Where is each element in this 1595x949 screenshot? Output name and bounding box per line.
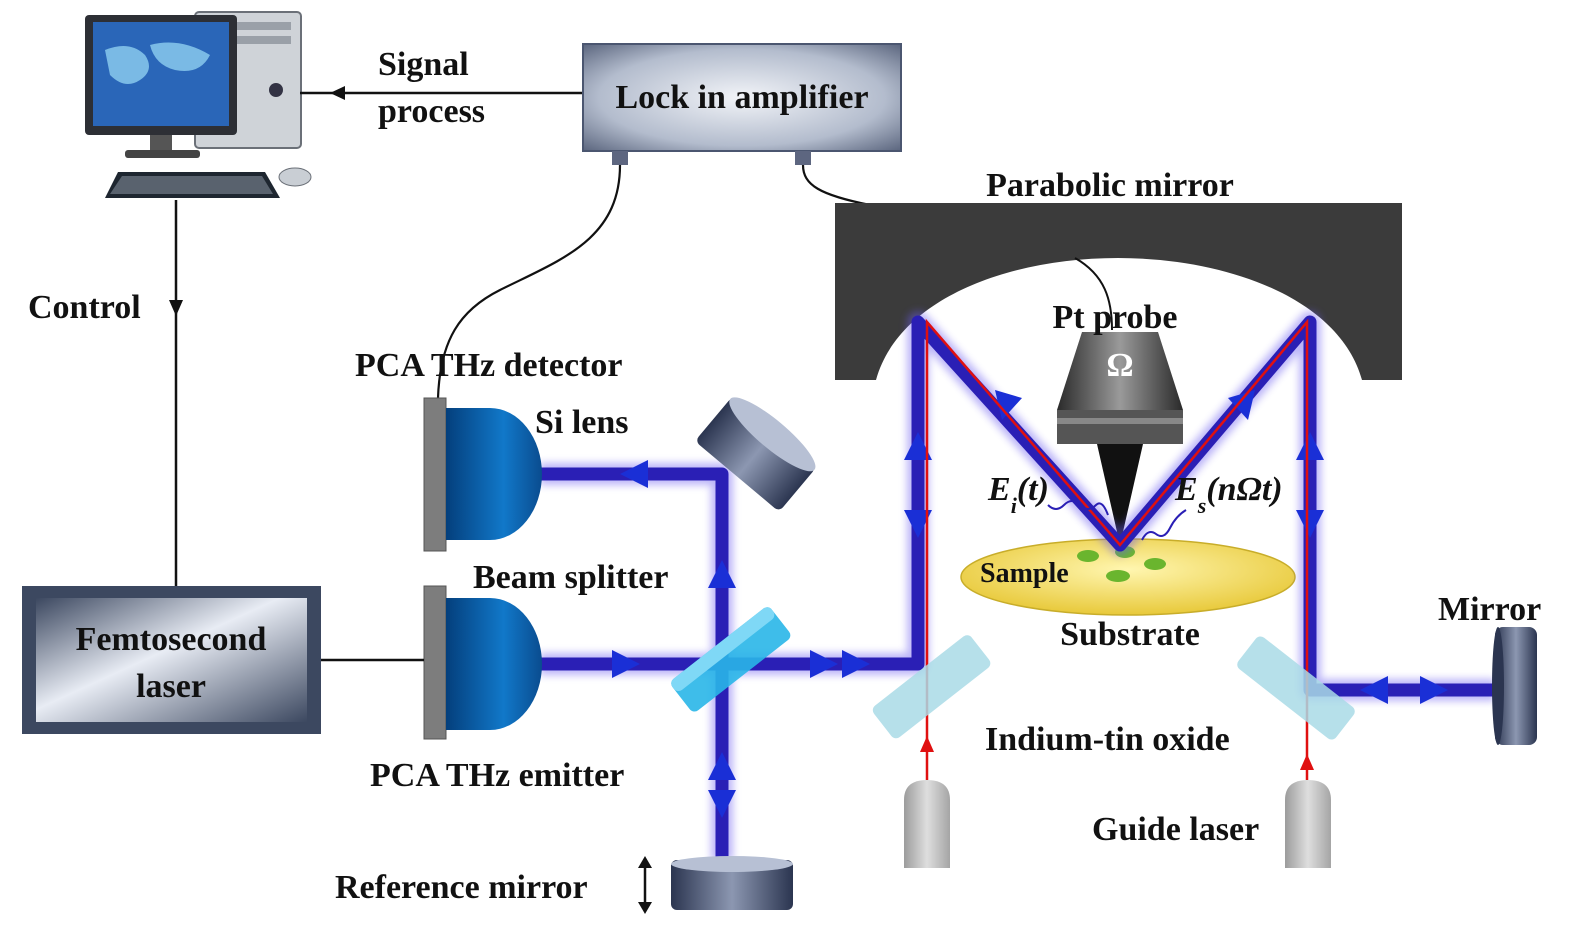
guide-arrow-right-icon [1300, 754, 1314, 770]
parabolic-mirror-label: Parabolic mirror [986, 167, 1234, 204]
guide-laser-beam [925, 318, 1309, 780]
detector-cable [436, 164, 622, 399]
lock-in-amplifier-box [582, 43, 902, 165]
pca-thz-detector [423, 397, 542, 552]
reference-mirror [671, 856, 793, 910]
ito-plate-left [872, 635, 991, 739]
computer-icon [85, 11, 312, 198]
ei-label: Ei(t) [987, 471, 1049, 518]
signal-arrow-icon [330, 86, 345, 100]
si-lens-label: Si lens [535, 404, 629, 441]
mirror-label: Mirror [1438, 591, 1541, 628]
pt-probe-label: Pt probe [1053, 299, 1178, 336]
femtosecond-laser-box [22, 586, 321, 734]
incident-wave-icon [1047, 500, 1109, 516]
pca-emitter-label: PCA THz emitter [370, 757, 624, 794]
signal-label-line2: process [378, 93, 485, 130]
substrate-label: Substrate [1060, 616, 1200, 653]
ito-plate-right [1237, 636, 1355, 740]
femtosecond-label-line1: Femtosecond [76, 621, 267, 658]
omega-label: Ω [1106, 347, 1133, 384]
probe-wire [1074, 257, 1113, 331]
signal-label-line1: Signal [378, 46, 469, 83]
beam-splitter [671, 607, 791, 712]
pca-thz-emitter [423, 585, 542, 740]
lock-in-amplifier-label: Lock in amplifier [615, 79, 868, 116]
adjust-arrow-icon [638, 856, 652, 914]
guide-laser-left [904, 780, 950, 868]
control-label: Control [28, 289, 141, 326]
probe-cable-upper [801, 164, 871, 207]
pca-detector-label: PCA THz detector [355, 347, 623, 384]
guide-laser-label: Guide laser [1092, 811, 1259, 848]
fold-mirror [697, 397, 816, 510]
es-label: Es(nΩt) [1174, 471, 1283, 518]
scattered-wave-icon [1141, 509, 1187, 541]
femtosecond-label-line2: laser [136, 668, 206, 705]
end-mirror [1492, 627, 1537, 745]
guide-laser-right [1285, 780, 1331, 868]
reference-mirror-label: Reference mirror [335, 869, 588, 906]
guide-arrow-left-icon [920, 736, 934, 752]
sample-label: Sample [980, 558, 1069, 589]
control-arrow-icon [169, 300, 183, 316]
pt-probe [1057, 332, 1183, 545]
parabolic-mirror [835, 203, 1402, 380]
beam-splitter-label: Beam splitter [473, 559, 668, 596]
beam-arrows [612, 390, 1448, 818]
ito-label: Indium-tin oxide [985, 721, 1230, 758]
